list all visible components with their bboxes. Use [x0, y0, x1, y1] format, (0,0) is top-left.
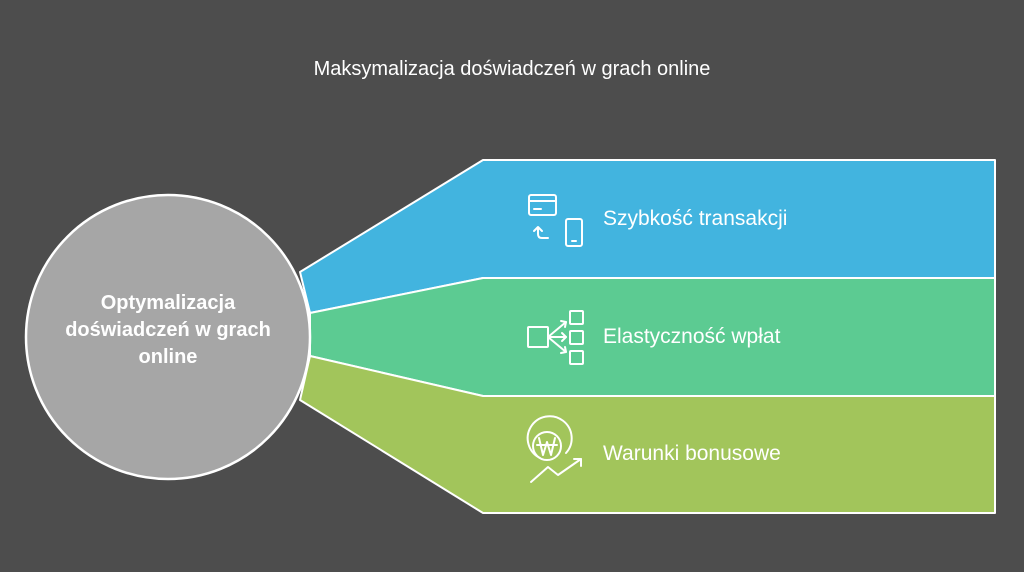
hub-label: Optymalizacja doświadczeń w grach online [65, 292, 271, 368]
branch-label-transaction-speed: Szybkość transakcji [603, 207, 788, 230]
card-phone-transfer-icon [528, 194, 583, 247]
branch-band-bonus-terms [299, 355, 996, 514]
hub-circle [24, 193, 312, 481]
diagram-title: Maksymalizacja doświadczeń w grach onlin… [313, 58, 711, 80]
branch-label-bonus-terms: Warunki bonusowe [603, 442, 781, 465]
won-coin-growth-icon [526, 415, 582, 483]
branch-label-deposit-flexibility: Elastyczność wpłat [603, 325, 781, 348]
branching-options-icon [527, 310, 584, 365]
